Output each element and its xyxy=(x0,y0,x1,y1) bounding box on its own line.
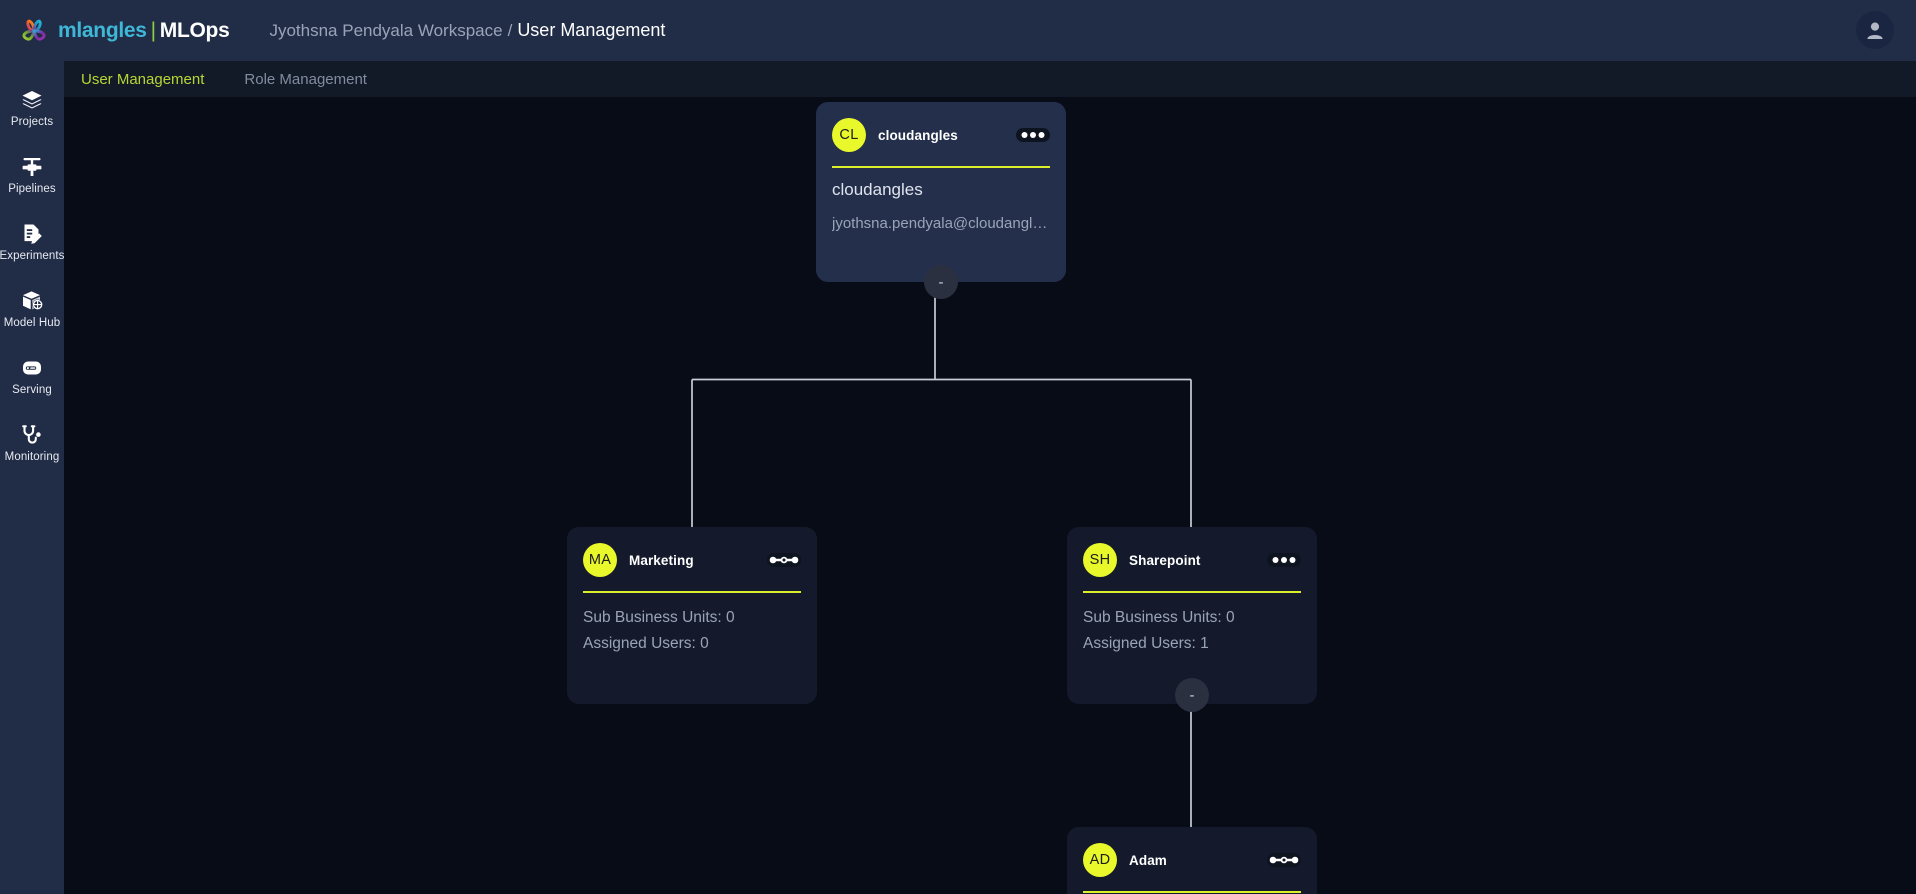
avatar[interactable] xyxy=(1856,11,1894,49)
card-header: AD Adam xyxy=(1083,841,1301,879)
collapse-toggle-root[interactable]: - xyxy=(924,265,958,299)
card-title: Sharepoint xyxy=(1129,552,1201,568)
mlangles-flower-logo-icon xyxy=(22,19,46,41)
org-card-root[interactable]: CL cloudangles cloudangles jyothsna.pend… xyxy=(816,102,1066,299)
pipeline-valve-icon xyxy=(22,158,42,177)
card-email: jyothsna.pendyala@cloudangle... xyxy=(832,214,1050,232)
sidebar-item-pipelines[interactable]: Pipelines xyxy=(0,142,64,209)
sidebar-item-label: Serving xyxy=(12,384,52,397)
card-divider xyxy=(1083,891,1301,893)
card-header: SH Sharepoint xyxy=(1083,541,1301,579)
brand-text: mlangles | MLOps xyxy=(58,18,230,43)
card-stat-sub-business-units: Sub Business Units: 0 xyxy=(583,608,735,626)
box-network-icon xyxy=(23,291,43,310)
tab-user-management[interactable]: User Management xyxy=(81,70,205,88)
tab-role-management[interactable]: Role Management xyxy=(244,70,367,88)
breadcrumb-workspace[interactable]: Jyothsna Pendyala Workspace xyxy=(269,21,503,40)
sidebar-item-model-hub[interactable]: Model Hub xyxy=(0,276,64,343)
collapse-toggle-sharepoint[interactable]: - xyxy=(1175,678,1209,712)
top-bar: mlangles | MLOps Jyothsna Pendyala Works… xyxy=(0,0,1916,61)
sidebar-item-projects[interactable]: Projects xyxy=(0,75,64,142)
document-edit-icon xyxy=(24,224,42,245)
three-dots-menu-icon[interactable] xyxy=(1016,128,1050,142)
brand-separator: | xyxy=(150,18,156,42)
brand-logo[interactable]: mlangles | MLOps xyxy=(16,13,230,49)
sidebar-item-serving[interactable]: Serving xyxy=(0,343,64,410)
stethoscope-icon xyxy=(22,425,41,444)
card-title: cloudangles xyxy=(878,127,958,143)
card-avatar-initials: CL xyxy=(832,118,866,152)
card-divider xyxy=(832,166,1050,168)
linked-nodes-icon[interactable] xyxy=(767,553,801,567)
sidebar-item-label: Experiments xyxy=(0,250,65,263)
linked-nodes-icon[interactable] xyxy=(1267,853,1301,867)
breadcrumb-separator: / xyxy=(507,21,513,40)
sidebar: Projects Pipelines Experiments xyxy=(0,61,64,894)
sidebar-item-label: Monitoring xyxy=(4,451,60,464)
card-stat-assigned-users: Assigned Users: 0 xyxy=(583,634,709,652)
sidebar-item-experiments[interactable]: Experiments xyxy=(0,209,64,276)
sidebar-item-label: Pipelines xyxy=(8,183,56,196)
card-body: cloudangles jyothsna.pendyala@cloudangle… xyxy=(832,168,1050,232)
card-header: MA Marketing xyxy=(583,541,801,579)
card-divider xyxy=(1083,591,1301,593)
card-stat-sub-business-units: Sub Business Units: 0 xyxy=(1083,608,1235,626)
server-drive-icon xyxy=(23,361,41,375)
brand-product: MLOps xyxy=(159,18,230,42)
card-body: Sub Business Units: 0 Assigned Users: 0 xyxy=(583,593,801,657)
sidebar-item-label: Projects xyxy=(10,116,54,129)
page-title: User Management xyxy=(517,20,666,40)
card-title: Adam xyxy=(1129,852,1167,868)
card-stat-assigned-users: Assigned Users: 1 xyxy=(1083,634,1209,652)
card-title: Marketing xyxy=(629,552,694,568)
card-avatar-initials: SH xyxy=(1083,543,1117,577)
org-tree-canvas[interactable]: CL cloudangles cloudangles jyothsna.pend… xyxy=(64,97,1916,894)
sidebar-item-monitoring[interactable]: Monitoring xyxy=(0,410,64,477)
org-card-adam[interactable]: AD Adam smartoffice.demouser1@smart... xyxy=(1067,827,1317,894)
three-dots-menu-icon[interactable] xyxy=(1267,553,1301,567)
card-body: Sub Business Units: 0 Assigned Users: 1 xyxy=(1083,593,1301,657)
org-card-marketing[interactable]: MA Marketing Sub Business Units: 0 Assig… xyxy=(567,527,817,704)
card-divider xyxy=(583,591,801,593)
tab-bar: User Management Role Management xyxy=(64,61,1916,97)
card-avatar-initials: MA xyxy=(583,543,617,577)
user-avatar-icon xyxy=(1867,22,1883,39)
brand-name: mlangles xyxy=(58,18,147,42)
card-avatar-initials: AD xyxy=(1083,843,1117,877)
card-header: CL cloudangles xyxy=(832,116,1050,154)
sidebar-item-label: Model Hub xyxy=(3,317,61,330)
card-entity-name: cloudangles xyxy=(832,179,923,199)
layers-icon xyxy=(22,91,42,109)
breadcrumb: Jyothsna Pendyala Workspace / User Manag… xyxy=(269,20,665,41)
org-card-sharepoint[interactable]: SH Sharepoint Sub Business Units: 0 Assi… xyxy=(1067,527,1317,712)
